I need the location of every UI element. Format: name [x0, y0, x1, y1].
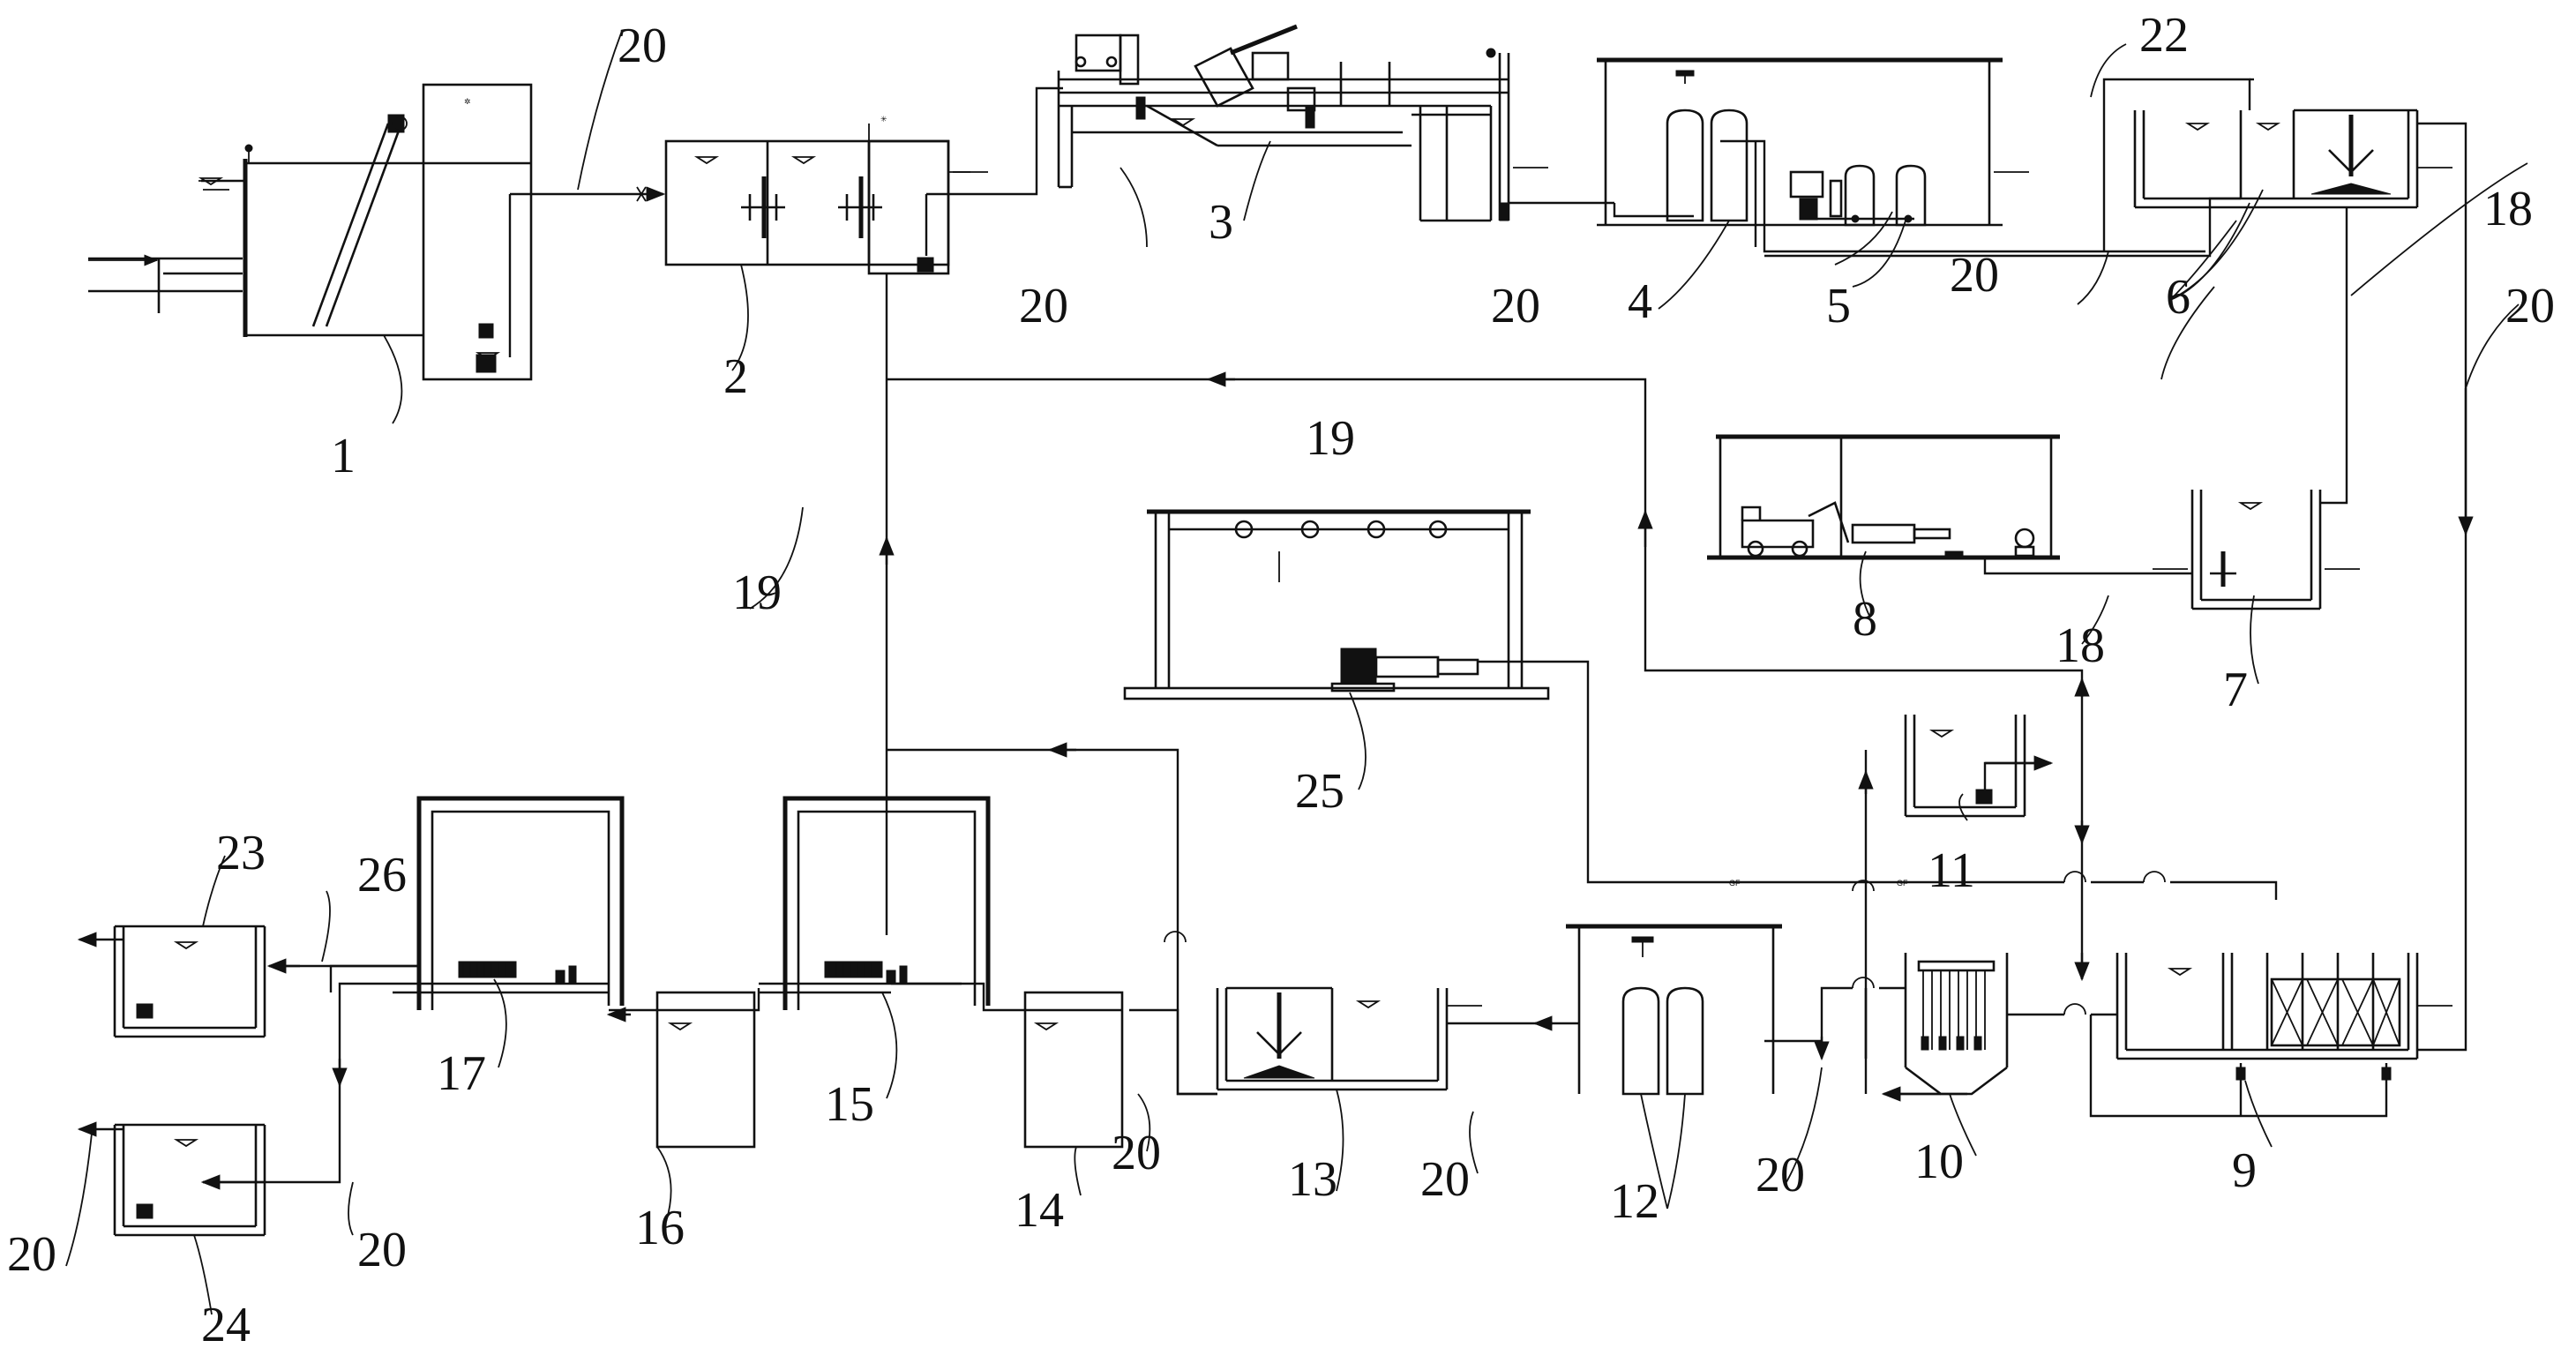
unit-17-treatment-building — [329, 796, 625, 1010]
unit-14-tank — [891, 982, 1124, 1149]
label-18-bottom: 18 — [2056, 618, 2105, 673]
unit-12-filter-building — [1566, 924, 1906, 1096]
unit-13-clarifier — [1164, 931, 1449, 1096]
label-17: 17 — [437, 1046, 486, 1101]
unit-25-equipment-room — [1123, 509, 1773, 884]
label-20-h: 20 — [1112, 1126, 1161, 1180]
label-16: 16 — [635, 1201, 685, 1255]
label-19-top: 19 — [1306, 411, 1355, 466]
pipe-2-to-3 — [1023, 86, 1063, 196]
label-26: 26 — [357, 848, 407, 902]
label-7: 7 — [2223, 663, 2248, 717]
label-18-top: 18 — [2483, 182, 2533, 236]
unit-10-membrane-unit — [1852, 880, 2117, 1096]
pipe-22 — [2102, 78, 2254, 110]
unit-3-flotation-unit — [1057, 24, 1510, 222]
unit-23-tank — [77, 925, 266, 1038]
unit-4-5-filter-building — [1597, 57, 2205, 253]
label-20-d: 20 — [1950, 248, 1999, 303]
label-11: 11 — [1928, 843, 1975, 898]
pipe-19-top — [879, 273, 2084, 942]
ground-marks — [198, 167, 2452, 1007]
label-2: 2 — [723, 349, 748, 404]
label-20-g: 20 — [1420, 1152, 1470, 1207]
inlet-arrows — [88, 254, 243, 275]
pipe-18 — [2320, 207, 2348, 505]
label-20-j: 20 — [7, 1227, 56, 1282]
gf-air-line: GF GF — [1729, 871, 2278, 900]
label-20-i: 20 — [357, 1223, 407, 1277]
label-19-left: 19 — [732, 565, 782, 620]
label-8: 8 — [1853, 592, 1877, 647]
reference-numerals: 1 2 3 4 5 6 7 8 9 10 11 12 13 14 15 16 1… — [7, 8, 2555, 1348]
pipe-3-to-4 — [1509, 201, 1694, 218]
pipe-to-24 — [200, 982, 393, 1190]
pipe-13-to-14 — [1129, 1008, 1217, 1096]
label-20-a: 20 — [618, 19, 667, 73]
unit-11-tank — [1904, 715, 2054, 818]
pipe-1-to-2 — [573, 186, 666, 202]
leader-lines — [65, 30, 2528, 1315]
gf-marker-right: GF — [1897, 879, 1908, 887]
label-22: 22 — [2139, 8, 2189, 63]
unit-7-tank — [2190, 490, 2322, 610]
label-4: 4 — [1628, 274, 1652, 329]
label-14: 14 — [1015, 1183, 1064, 1238]
label-24: 24 — [201, 1298, 251, 1348]
unit-8-sludge-room — [1707, 434, 2060, 560]
label-20-f: 20 — [1756, 1148, 1805, 1202]
unit-24-tank — [77, 1121, 266, 1237]
label-20-c: 20 — [1491, 279, 1540, 333]
unit-6-clarifier-tanks — [2133, 109, 2419, 209]
label-20-e: 20 — [2505, 279, 2555, 333]
label-20-b: 20 — [1019, 279, 1068, 333]
svg-text:✲: ✲ — [464, 97, 471, 106]
unit-16-tank — [606, 991, 756, 1149]
label-3: 3 — [1209, 195, 1233, 250]
pipe-18-lower — [1983, 556, 2192, 575]
unit-15-treatment-building — [754, 796, 991, 1012]
label-6: 6 — [2166, 270, 2190, 325]
label-15: 15 — [825, 1077, 874, 1132]
unit-9-bio-tanks — [2089, 953, 2419, 1118]
label-10: 10 — [1914, 1135, 1964, 1189]
label-25: 25 — [1295, 764, 1344, 819]
svg-text:✳: ✳ — [880, 115, 887, 124]
gf-marker-left: GF — [1729, 879, 1741, 887]
label-13: 13 — [1288, 1152, 1337, 1207]
unit-2-regulating-tank: ✳ — [664, 115, 1023, 275]
label-23: 23 — [216, 826, 266, 880]
unit-1-screen-well: ✲ — [88, 83, 573, 381]
label-9: 9 — [2232, 1143, 2257, 1198]
pipe-20-right — [2417, 122, 2474, 1052]
label-12: 12 — [1610, 1174, 1659, 1229]
label-5: 5 — [1826, 279, 1851, 333]
label-1: 1 — [331, 429, 356, 483]
